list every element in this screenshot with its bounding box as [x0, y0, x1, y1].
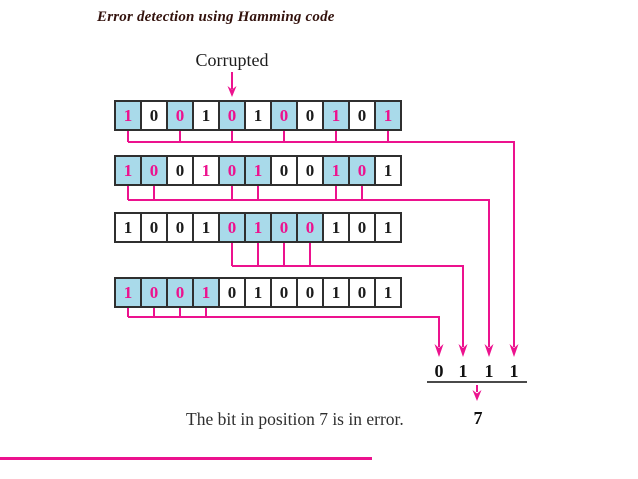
syndrome-bit-1: 1	[509, 361, 519, 381]
bit-cell: 1	[114, 100, 142, 131]
bit-cell: 1	[374, 100, 402, 131]
bit-cell: 1	[192, 100, 220, 131]
bit-cell: 0	[218, 100, 246, 131]
error-position-value: 7	[473, 408, 483, 428]
corrupted-label: Corrupted	[195, 50, 269, 70]
bit-cell: 1	[374, 277, 402, 308]
bit-cell: 0	[270, 155, 298, 186]
bit-cell: 0	[218, 277, 246, 308]
bit-cell: 1	[322, 100, 350, 131]
diagram-title: Error detection using Hamming code	[97, 9, 335, 25]
bit-cell: 0	[348, 277, 376, 308]
bit-cell: 1	[244, 155, 272, 186]
syndrome-bit-8: 0	[434, 361, 444, 381]
check-d8-connector	[127, 308, 444, 357]
bit-cell: 0	[270, 277, 298, 308]
conclusion-text: The bit in position 7 is in error.	[186, 409, 404, 429]
footer-rule	[0, 457, 372, 460]
bit-cell: 0	[166, 277, 194, 308]
bit-cell: 1	[374, 155, 402, 186]
check-d4-connector	[231, 243, 468, 357]
check-d2-connector	[127, 186, 494, 357]
syndrome-result-arrow	[472, 385, 482, 401]
bit-cell: 0	[348, 100, 376, 131]
bit-cell: 1	[192, 277, 220, 308]
bit-cell: 0	[140, 100, 168, 131]
bit-cell: 0	[296, 277, 324, 308]
bit-cell: 0	[140, 155, 168, 186]
syndrome-bit-4: 1	[458, 361, 468, 381]
check-d1-connector	[127, 131, 519, 357]
syndrome-bit-2: 1	[484, 361, 494, 381]
corrupted-arrow	[227, 72, 237, 97]
bit-cell: 0	[140, 212, 168, 243]
bit-cell: 1	[374, 212, 402, 243]
bit-cell: 0	[166, 155, 194, 186]
